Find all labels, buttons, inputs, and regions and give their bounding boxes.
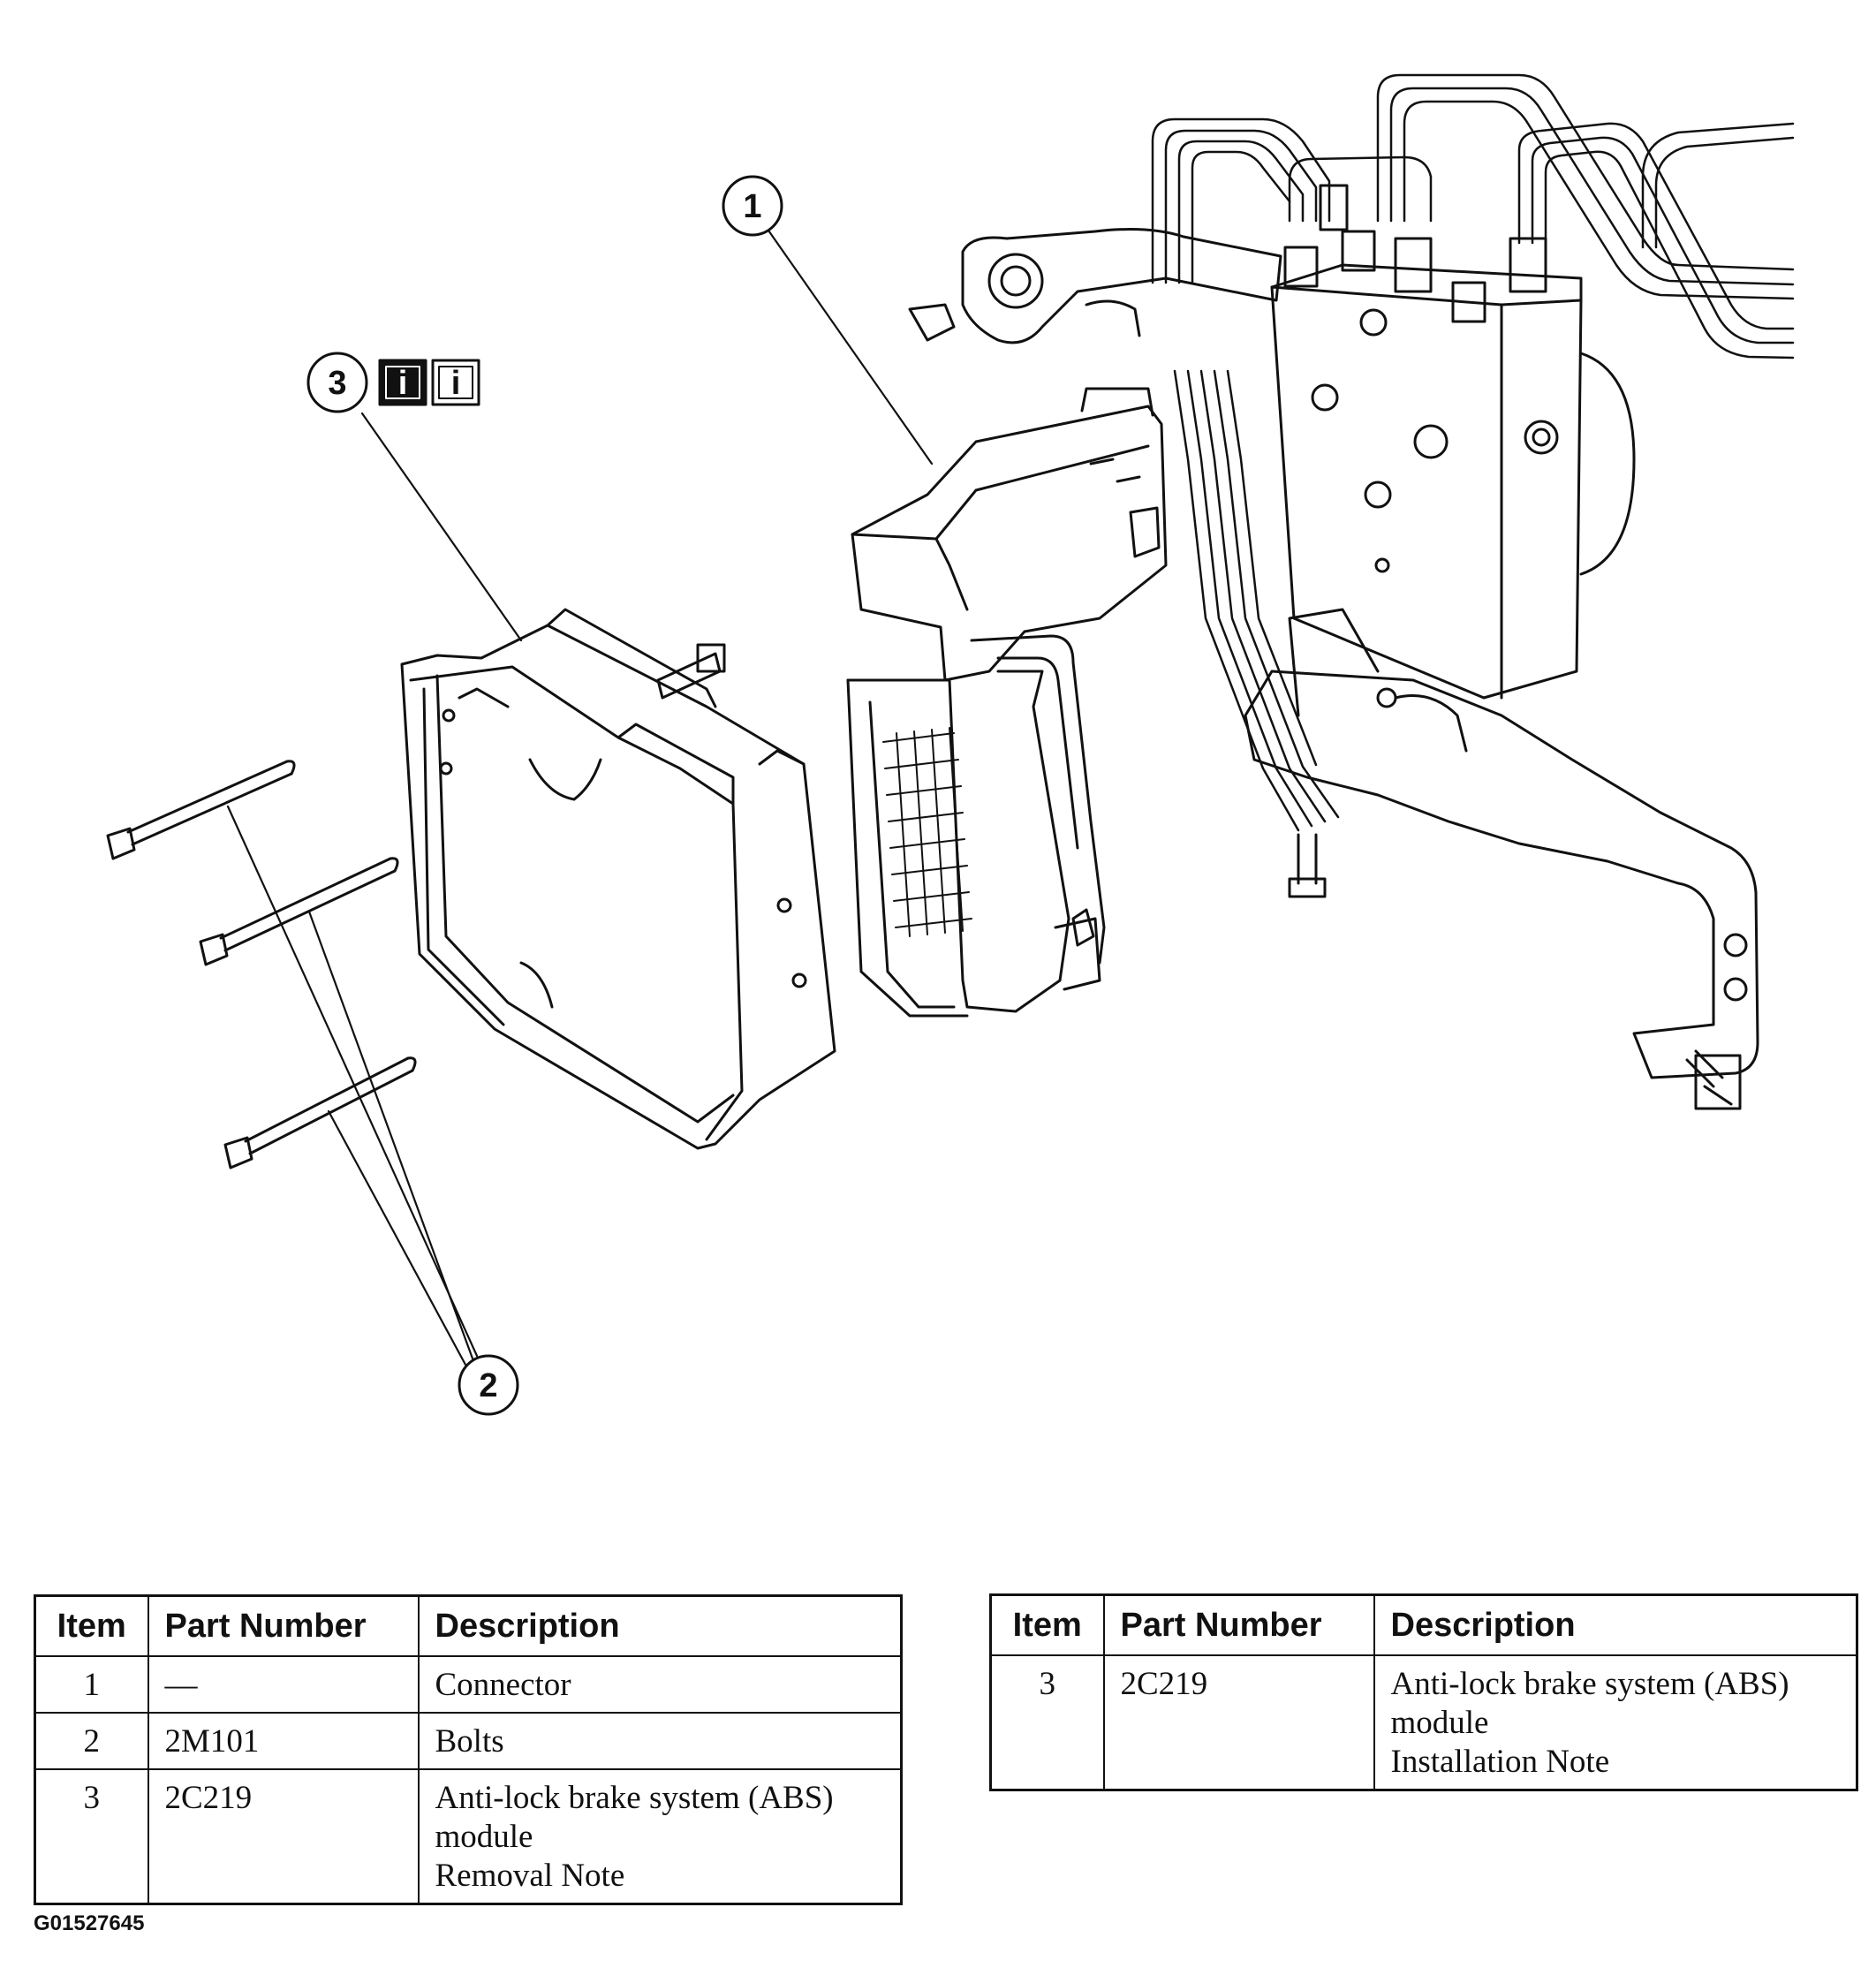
item-cell: 3 [989, 1654, 1105, 1791]
part-number-cell: 2C219 [147, 1768, 420, 1905]
bolt [223, 1056, 417, 1169]
info-icon[interactable]: i [378, 359, 427, 406]
column-header: Part Number [147, 1594, 420, 1657]
svg-text:2: 2 [479, 1367, 497, 1404]
installation-parts-table: Item Part Number Description 3 2C219 Ant… [989, 1593, 1858, 1791]
description-line: Connector [435, 1667, 571, 1703]
mounting-bracket [908, 228, 1759, 1079]
table-row: 1 — Connector [34, 1655, 903, 1714]
mounting-studs [1288, 833, 1742, 1110]
bolt [106, 760, 296, 860]
description-line: Bolts [435, 1723, 504, 1760]
svg-text:3: 3 [328, 365, 346, 402]
brake-lines [1151, 73, 1795, 832]
table-row: 2 2M101 Bolts [34, 1712, 903, 1770]
removal-note-link[interactable]: Removal Note [435, 1858, 625, 1894]
description-cell: Bolts [417, 1712, 903, 1770]
part-number-cell: 2C219 [1102, 1654, 1375, 1791]
connector-pin-grid [882, 727, 972, 937]
item-cell: 2 [34, 1712, 149, 1770]
column-header: Description [417, 1594, 903, 1657]
tube-fittings [1283, 184, 1547, 323]
connector [846, 387, 1168, 1018]
table-header-row: Item Part Number Description [34, 1594, 903, 1657]
bolts [106, 760, 417, 1169]
svg-text:i: i [398, 365, 408, 402]
hcu-block [1270, 263, 1636, 700]
part-number-cell: 2M101 [147, 1712, 420, 1770]
column-header: Item [989, 1593, 1105, 1656]
leader-lines [226, 226, 934, 1366]
callout-2: 2 [458, 1354, 519, 1416]
svg-text:i: i [451, 365, 461, 402]
description-line: Anti-lock brake system (ABS) [1390, 1666, 1789, 1702]
item-cell: 1 [34, 1655, 149, 1714]
description-cell: Anti-lock brake system (ABS) module Remo… [417, 1768, 903, 1905]
hydraulic-control-unit [908, 73, 1795, 1110]
installation-note-link[interactable]: Installation Note [1390, 1744, 1610, 1780]
info-icon[interactable]: i [431, 359, 480, 406]
column-header: Part Number [1102, 1593, 1375, 1656]
description-cell: Anti-lock brake system (ABS) module Inst… [1373, 1654, 1858, 1791]
description-line: module [1390, 1705, 1489, 1741]
part-number-cell: — [147, 1655, 420, 1714]
callout-3: 3 [306, 352, 368, 413]
svg-text:1: 1 [743, 188, 761, 225]
table-header-row: Item Part Number Description [989, 1593, 1858, 1656]
abs-module [400, 608, 836, 1150]
description-line: module [435, 1819, 533, 1855]
table-row: 3 2C219 Anti-lock brake system (ABS) mod… [34, 1768, 903, 1905]
table-row: 3 2C219 Anti-lock brake system (ABS) mod… [989, 1654, 1858, 1791]
description-cell: Connector [417, 1655, 903, 1714]
removal-parts-table: Item Part Number Description 1 — Connect… [34, 1594, 903, 1905]
column-header: Item [34, 1594, 149, 1657]
callout-1: 1 [722, 175, 783, 237]
bolt [199, 857, 399, 966]
figure-id: G01527645 [34, 1911, 145, 1935]
description-line: Anti-lock brake system (ABS) [435, 1780, 834, 1816]
abs-module-exploded-diagram: 1 3 2 i i [106, 73, 1795, 1416]
column-header: Description [1373, 1593, 1858, 1656]
item-cell: 3 [34, 1768, 149, 1905]
